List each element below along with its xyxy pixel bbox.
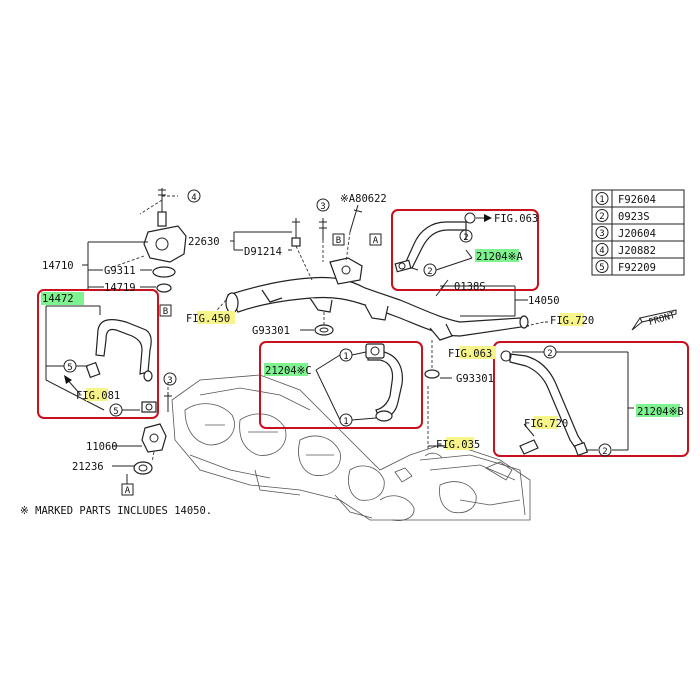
leaders-21204b xyxy=(519,351,634,455)
leaders-21204a xyxy=(411,214,492,271)
legend-row-5: 5 F92209 xyxy=(595,260,656,274)
label-11060: 11060 xyxy=(86,441,118,453)
label-g9311: G9311 xyxy=(104,265,136,277)
label-21204b: 21204※B xyxy=(637,406,684,418)
legend-code-2: 0923S xyxy=(618,211,650,223)
ref-b-left: B xyxy=(163,307,168,317)
label-d91214: D91214 xyxy=(244,246,282,258)
callout-box-21204b xyxy=(493,341,689,457)
legend-row-2: 2 0923S xyxy=(595,209,650,223)
leader-lines xyxy=(82,195,548,467)
label-fig450: FIG.450 xyxy=(186,313,230,325)
legend-row-3: 3 J20604 xyxy=(595,226,656,240)
label-21236: 21236 xyxy=(72,461,104,473)
label-22630: 22630 xyxy=(188,236,220,248)
hose-21204b xyxy=(500,350,589,457)
svg-text:4: 4 xyxy=(191,193,196,203)
label-0138s: 0138S xyxy=(454,281,486,293)
part-labels: ※A80622 22630 D91214 14710 G9311 14719 1… xyxy=(42,193,684,473)
hose-21204a xyxy=(394,212,476,273)
svg-text:5: 5 xyxy=(67,363,72,373)
label-14719: 14719 xyxy=(104,282,136,294)
label-g93301-b: G93301 xyxy=(456,373,494,385)
label-g93301-a: G93301 xyxy=(252,325,290,337)
label-fig720-a: FIG.720 xyxy=(550,315,594,327)
legend-code-5: F92209 xyxy=(618,262,656,274)
label-21204c: 21204※C xyxy=(265,365,312,377)
svg-text:1: 1 xyxy=(343,352,348,362)
legend-num-1: 1 xyxy=(599,195,604,205)
label-fig720-b: FIG.720 xyxy=(524,418,568,430)
svg-text:2: 2 xyxy=(547,349,552,359)
ref-a-top: A xyxy=(373,236,379,246)
svg-text:5: 5 xyxy=(113,407,118,417)
label-14050: 14050 xyxy=(528,295,560,307)
leaders-21204c xyxy=(315,351,377,421)
ref-a-bottom: A xyxy=(125,486,131,496)
legend-code-4: J20882 xyxy=(618,245,656,257)
svg-text:2: 2 xyxy=(602,447,607,457)
callout-box-21204a xyxy=(391,209,539,291)
svg-text:2: 2 xyxy=(463,233,468,243)
hose-14472 xyxy=(85,319,157,413)
footnote: ※ MARKED PARTS INCLUDES 14050. xyxy=(20,505,212,517)
callout-box-21204c xyxy=(259,341,423,429)
reference-markers: A B B A xyxy=(121,233,382,496)
label-fig063-b: FIG.063 xyxy=(448,348,492,360)
callout-number-markers: 4 3 3 5 5 2 2 1 1 2 2 xyxy=(63,189,612,457)
hose-21204c xyxy=(365,343,403,422)
callout-box-14472 xyxy=(37,289,159,419)
svg-text:1: 1 xyxy=(343,417,348,427)
label-21204a: 21204※A xyxy=(476,251,523,263)
ref-b-top: B xyxy=(336,236,341,246)
label-fig035: FIG.035 xyxy=(436,439,480,451)
engine-block-illustration xyxy=(171,374,531,521)
svg-text:3: 3 xyxy=(167,376,172,386)
leaders-14472 xyxy=(45,305,140,411)
cap-assembly-11060 xyxy=(133,392,172,475)
label-14472: 14472 xyxy=(42,293,74,305)
legend-num-3: 3 xyxy=(599,229,604,239)
legend-num-5: 5 xyxy=(599,263,604,273)
svg-text:2: 2 xyxy=(427,267,432,277)
legend-num-2: 2 xyxy=(599,212,604,222)
label-a80622: ※A80622 xyxy=(340,193,387,205)
svg-text:3: 3 xyxy=(320,202,325,212)
label-14710: 14710 xyxy=(42,260,74,272)
legend-row-1: 1 F92604 xyxy=(595,192,656,206)
water-pipe-14050 xyxy=(225,257,530,341)
legend-table: 1 F92604 2 0923S 3 J20604 4 J20882 5 F92… xyxy=(591,189,685,276)
front-indicator: FRONT xyxy=(631,309,677,331)
thermostat-housing-14710 xyxy=(143,188,187,293)
label-fig063-a: FIG.063 xyxy=(494,213,538,225)
label-highlights xyxy=(41,249,680,450)
legend-num-4: 4 xyxy=(599,246,604,256)
legend-code-1: F92604 xyxy=(618,194,656,206)
front-label: FRONT xyxy=(648,311,677,328)
legend-row-4: 4 J20882 xyxy=(595,243,656,257)
legend-code-3: J20604 xyxy=(618,228,656,240)
label-fig081: FIG.081 xyxy=(76,390,120,402)
